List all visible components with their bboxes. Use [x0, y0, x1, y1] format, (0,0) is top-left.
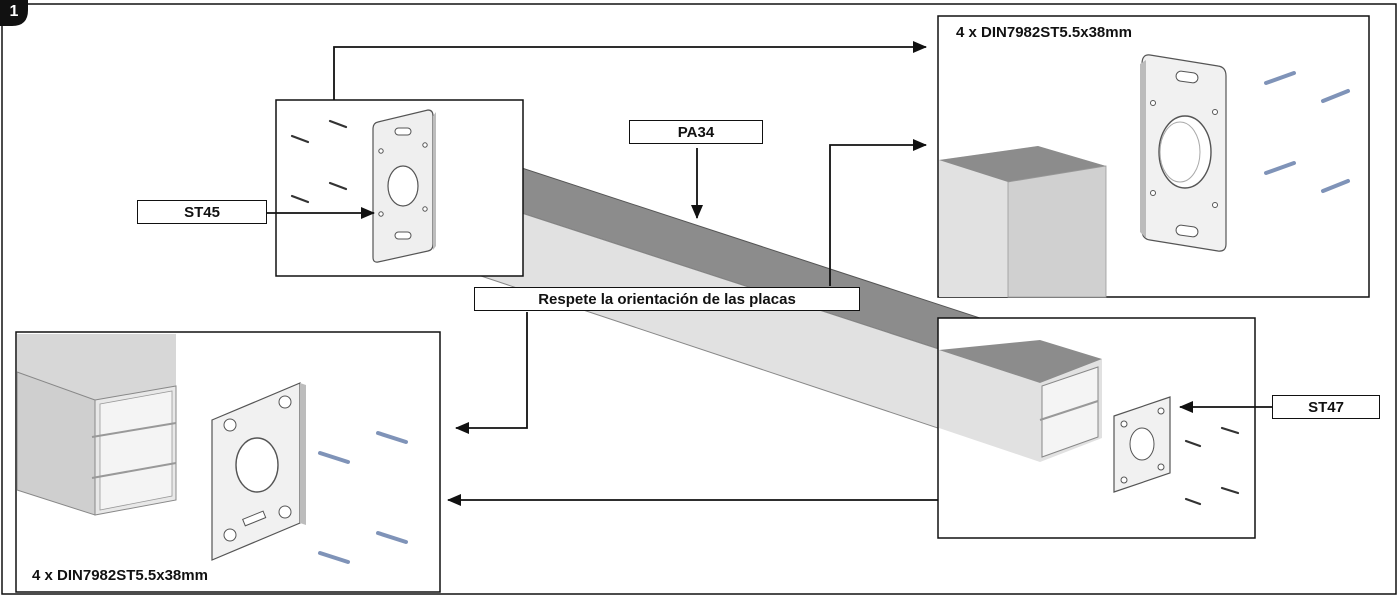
profile-end-top-right: [939, 146, 1107, 298]
connector-arrows: [267, 41, 1272, 506]
screws-st47: [1184, 426, 1240, 506]
step-number: 1: [9, 3, 19, 20]
screw-spec-top: 4 x DIN7982ST5.5x38mm: [956, 24, 1132, 41]
plate-top-right: [1140, 54, 1227, 252]
arrow-st45-to-top-right: [333, 41, 927, 100]
screws-top-right: [1264, 71, 1350, 193]
screws-st45: [290, 119, 348, 204]
plate-st45: [372, 109, 436, 263]
arrow-note-to-top-right: [829, 139, 927, 286]
orientation-note: Respete la orientación de las placas: [474, 287, 860, 311]
profile-end-bottom-left: [16, 334, 177, 516]
profile-end-st47: [939, 340, 1102, 462]
screw-spec-bottom: 4 x DIN7982ST5.5x38mm: [32, 567, 208, 584]
plate-bottom-left: [211, 382, 306, 561]
page-frame: [1, 3, 1397, 595]
step-badge: [0, 0, 28, 26]
label-st45: ST45: [137, 200, 267, 224]
screws-bottom-left: [318, 431, 408, 564]
label-pa34: PA34: [629, 120, 763, 144]
label-st47: ST47: [1272, 395, 1380, 419]
arrow-note-to-bottom-left: [455, 312, 528, 434]
plate-st47: [1113, 396, 1171, 493]
